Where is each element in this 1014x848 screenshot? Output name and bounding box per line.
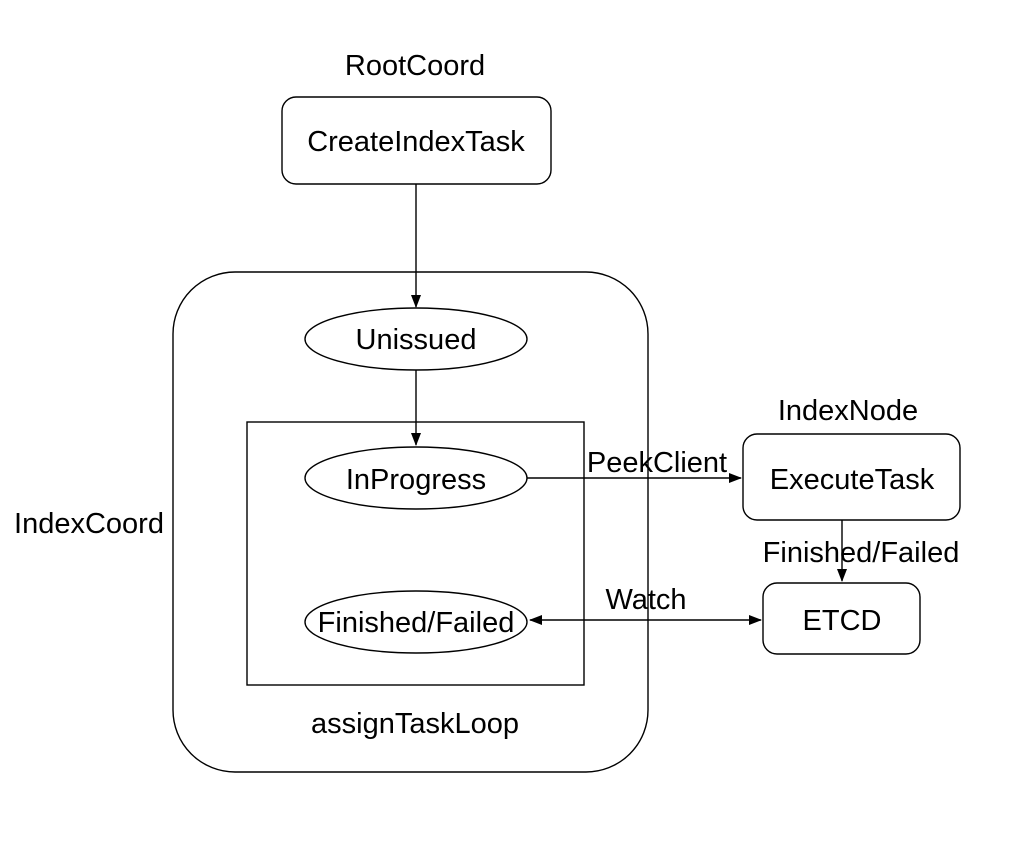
node-execute-task: [742, 433, 961, 521]
node-create-index-task-label: CreateIndexTask: [307, 126, 525, 158]
node-in-progress-label: InProgress: [346, 464, 486, 496]
container-assign-task-loop-label: assignTaskLoop: [311, 708, 519, 740]
node-create-index-task: [281, 96, 552, 185]
container-index-coord-label: IndexCoord: [14, 508, 164, 540]
node-finished-failed-state-label: Finished/Failed: [318, 607, 515, 639]
node-finished-failed-state: [304, 590, 528, 654]
node-execute-task-label: ExecuteTask: [770, 464, 935, 496]
node-etcd: [762, 582, 921, 655]
edge-finished-failed-label: Finished/Failed: [763, 537, 960, 569]
group-label-index-node: IndexNode: [778, 395, 918, 427]
node-etcd-label: ETCD: [803, 605, 882, 637]
node-unissued: [304, 307, 528, 371]
node-unissued-label: Unissued: [356, 324, 477, 356]
edge-peek-client-label: PeekClient: [587, 447, 727, 479]
edge-watch-label: Watch: [605, 584, 686, 616]
group-label-root-coord: RootCoord: [345, 50, 485, 82]
node-in-progress: [304, 446, 528, 510]
container-index-coord: [172, 271, 649, 773]
